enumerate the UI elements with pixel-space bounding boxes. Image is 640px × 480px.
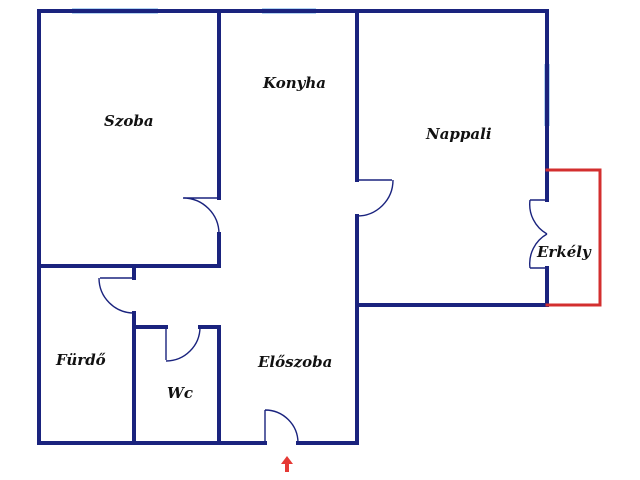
room-labels: Szoba Konyha Nappali Erkély Fürdő Wc Elő… <box>55 74 592 402</box>
windows <box>72 8 550 126</box>
label-wc: Wc <box>167 384 193 402</box>
door-entrance[interactable] <box>264 409 299 444</box>
label-konyha: Konyha <box>262 74 326 92</box>
label-szoba: Szoba <box>104 112 154 130</box>
door-wc[interactable] <box>165 326 201 362</box>
entrance-arrow-icon <box>281 456 293 472</box>
door-furdo[interactable] <box>98 277 135 314</box>
doors <box>98 179 548 444</box>
door-szoba[interactable] <box>182 197 220 235</box>
door-balcony[interactable] <box>529 199 548 269</box>
label-erkely: Erkély <box>536 243 592 261</box>
label-nappali: Nappali <box>425 125 492 143</box>
label-eloszoba: Előszoba <box>257 353 332 371</box>
door-nappali[interactable] <box>356 179 394 217</box>
walls <box>37 9 549 445</box>
label-furdo: Fürdő <box>55 351 106 369</box>
balcony-railing <box>545 168 602 307</box>
